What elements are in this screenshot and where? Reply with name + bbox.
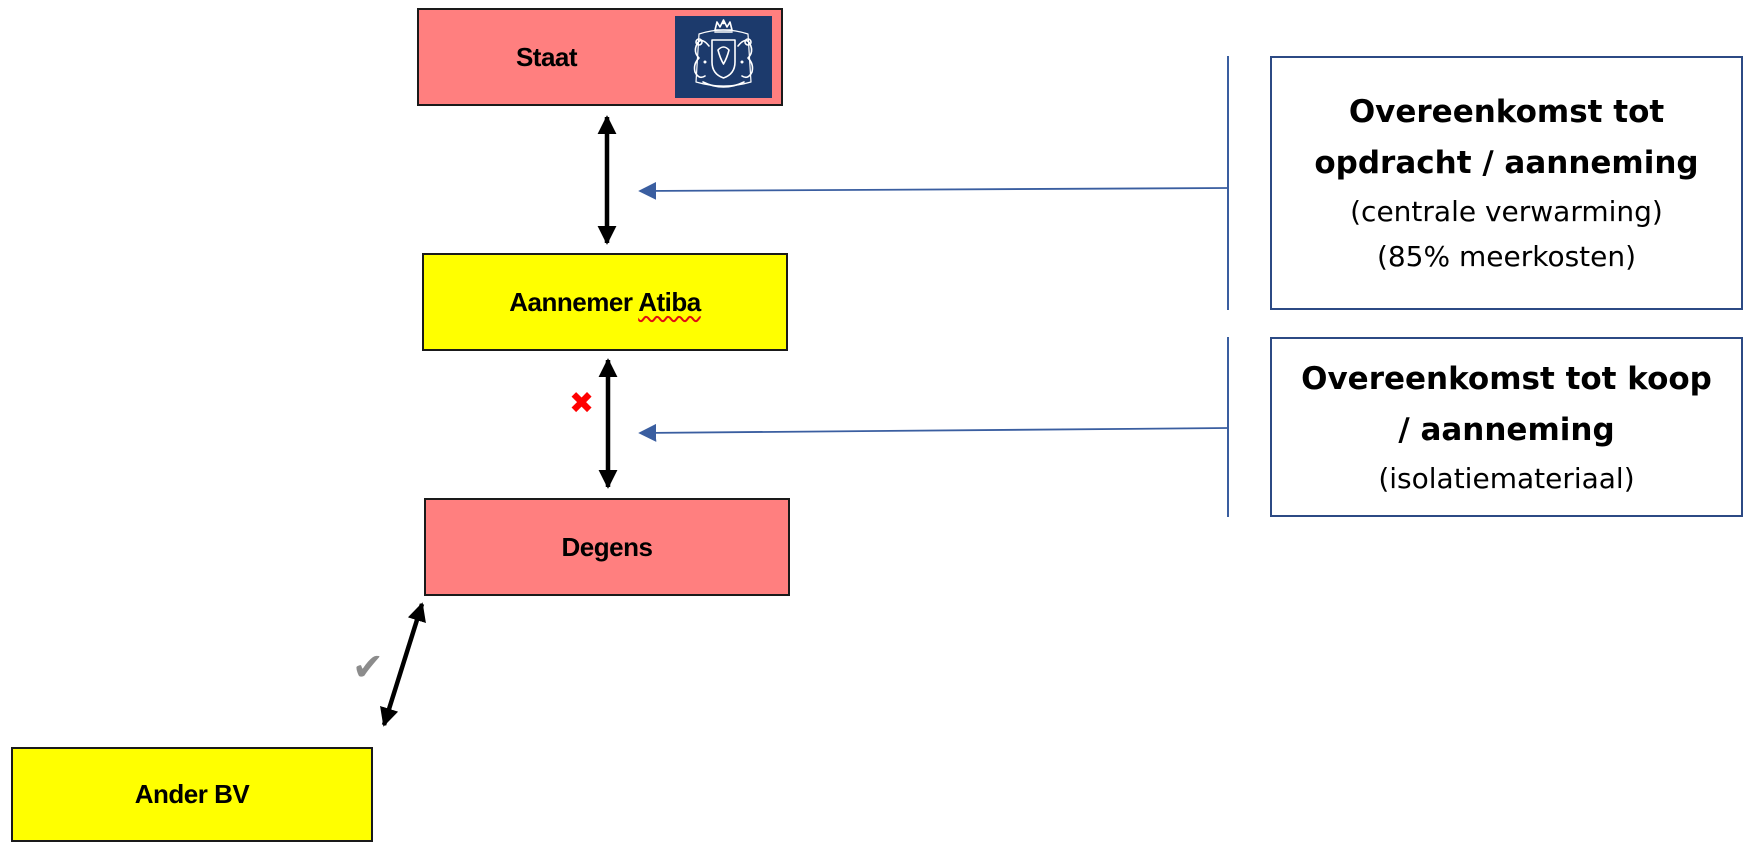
agreement-1-pointer-arrow — [638, 181, 1229, 200]
agreement-2-title-line-1: Overeenkomst tot koop — [1301, 360, 1712, 397]
aannemer-label: Aannemer Atiba — [509, 286, 701, 318]
degens-box: Degens — [424, 498, 790, 596]
agreement-2-pointer-arrow — [638, 423, 1229, 442]
agreement-opdracht-box: Overeenkomst tot opdracht / aanneming (c… — [1270, 56, 1743, 310]
agreement-1-note-2: (85% meerkosten) — [1376, 240, 1637, 273]
agreement-1-note-1: (centrale verwarming) — [1350, 195, 1663, 228]
valid-check-icon: ✔ — [352, 645, 384, 689]
aannemer-atiba-box: Aannemer Atiba — [422, 253, 788, 351]
staat-label: Staat — [515, 41, 578, 72]
ander-bv-label: Ander BV — [134, 779, 250, 809]
atiba-name: Atiba — [638, 286, 701, 317]
invalid-cross-icon: ✖ — [569, 386, 595, 421]
ander-bv-box: Ander BV — [11, 747, 373, 842]
agreement-2-title-line-2: / aanneming — [1398, 411, 1615, 448]
agreement-1-title-line-1: Overeenkomst tot — [1348, 94, 1665, 130]
aannemer-word: Aannemer — [509, 286, 633, 317]
agreement-1-title-line-2: opdracht / aanneming — [1314, 145, 1699, 181]
agreement-koop-box: Overeenkomst tot koop / aanneming (isola… — [1270, 337, 1743, 517]
emblem-icon — [675, 16, 772, 98]
degens-anderbv-arrow — [380, 602, 426, 727]
coat-of-arms-icon — [693, 19, 754, 88]
agreement-2-note-1: (isolatiemateriaal) — [1378, 461, 1635, 495]
degens-label: Degens — [561, 531, 653, 562]
